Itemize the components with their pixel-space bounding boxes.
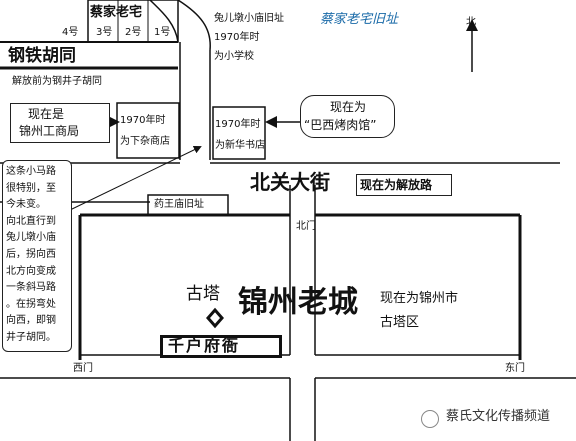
road-note-line: 向西，即钢 [6,315,56,327]
house-number-1: 1号 [154,27,171,38]
road-note-box [2,160,72,352]
road-note-line: 。在拐弯处 [6,298,56,310]
callout-gongshang-line-1: 现在是 [28,107,65,121]
house-number-2: 2号 [125,27,142,38]
road-note-line: 后，拐向西 [6,248,56,260]
road-note-line: 井子胡同。 [6,331,56,343]
gangtie-hutong-label: 钢铁胡同 [8,46,76,66]
house-number-4: 4号 [62,27,79,38]
callout-bbq [300,95,395,138]
old-tower-diamond-icon [206,307,224,329]
city-now-line-1: 现在为锦州市 [380,291,459,306]
yaowang-temple-label: 药王庙旧址 [154,199,204,210]
callout-bbq-line-2: “巴西烤肉馆” [304,118,377,132]
gangtie-former-name: 解放前为钢井子胡同 [12,76,102,87]
xinhua-store-line-1: 1970年时 [215,119,261,130]
beiguan-street-label: 北关大街 [250,170,330,194]
rabbit-temple-line-3: 为小学校 [214,51,254,62]
cai-house-label: 蔡家老宅 [90,5,143,20]
rabbit-temple-line-2: 1970年时 [214,32,260,43]
road-note-line: 向北直行到 [6,215,56,227]
qianhu-office-label: 千户府衙 [168,336,241,355]
north-gate-label: 北门 [296,221,316,232]
map-title: 蔡家老宅旧址 [320,12,399,27]
callout-gongshang-line-2: 锦州工商局 [19,124,80,138]
east-gate-label: 东门 [505,363,525,374]
callout-gongshang [10,103,110,143]
xinhua-store-line-2: 为新华书店 [215,140,265,151]
road-note-line: 一条斜马路 [6,282,56,294]
west-gate-label: 西门 [73,363,93,374]
road-note-line: 北方向变成 [6,265,56,277]
old-tower-label: 古塔 [186,284,220,304]
xinhua-store-building [212,106,266,160]
yaowang-temple-building [147,194,229,216]
road-note-text: 这条小马路 很特别，至 今未变。 向北直行到 兔儿墩小庙 后，拐向西 北方向变成… [6,164,72,347]
beiguan-now-box [356,174,452,196]
road-note-line: 兔儿墩小庙 [6,232,56,244]
callout-bbq-line-1: 现在为 [330,100,367,114]
diagonal-road-line-2 [177,0,211,51]
house-number-3: 3号 [96,27,113,38]
watermark-text: 蔡氏文化传播频道 [446,409,551,424]
zahuo-store-line-2: 为下杂商店 [120,136,170,147]
road-note-line: 这条小马路 [6,166,56,177]
diagonal-road-line [149,0,179,43]
house-block [87,0,179,43]
zahuo-store-line-1: 1970年时 [120,115,166,126]
beiguan-now-label: 现在为解放路 [360,178,433,192]
zahuo-store-building [116,102,180,159]
watermark-wechat-icon [421,410,439,428]
city-now-line-2: 古塔区 [380,315,420,330]
road-note-line: 很特别，至 [6,182,56,194]
rabbit-temple-line-1: 兔儿墩小庙旧址 [214,13,284,24]
road-note-line: 今未变。 [6,199,46,211]
old-city-label: 锦州老城 [238,285,358,320]
qianhu-office-box [160,335,282,358]
callout-arrow [69,146,202,211]
north-label: 北 [466,17,476,28]
